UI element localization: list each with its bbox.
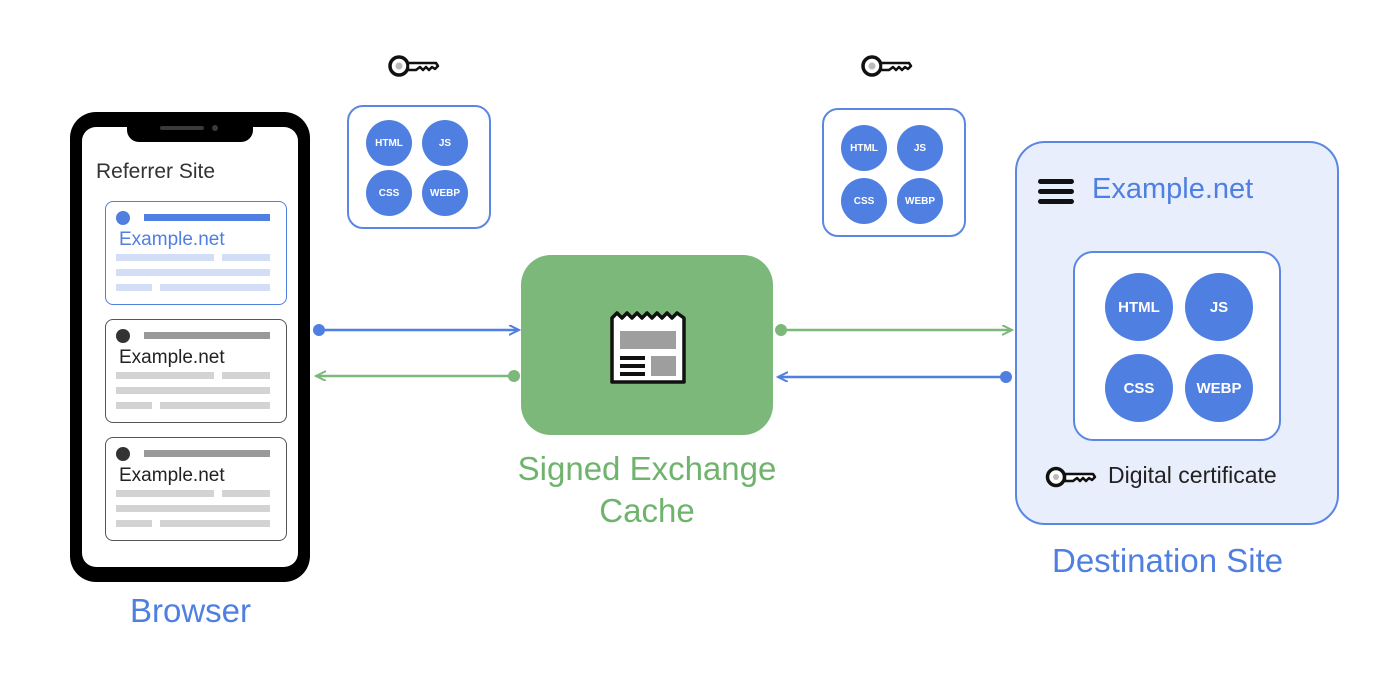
css-resource: CSS [841, 178, 887, 224]
certificate-key-icon [1045, 466, 1097, 488]
text-line [222, 372, 270, 379]
webp-resource: WEBP [422, 170, 468, 216]
destination-site-label: Destination Site [1052, 542, 1284, 579]
result-url-line [144, 450, 270, 457]
phone-camera [212, 125, 218, 131]
text-line [116, 254, 214, 261]
digital-certificate-label: Digital certificate [1108, 462, 1277, 488]
html-resource: HTML [366, 120, 412, 166]
response-arrow-cache-to-browser [316, 370, 520, 382]
result-title: Example.net [119, 229, 225, 250]
text-line [222, 490, 270, 497]
webp-resource: WEBP [897, 178, 943, 224]
search-result-card[interactable]: Example.net [105, 319, 287, 423]
result-title: Example.net [119, 347, 225, 368]
text-line [116, 387, 270, 394]
browser-label: Browser [130, 592, 252, 629]
html-resource: HTML [1105, 273, 1173, 341]
text-line [116, 505, 270, 512]
css-resource: CSS [366, 170, 412, 216]
html-resource: HTML [841, 125, 887, 171]
resource-bundle-left: HTML JS CSS WEBP [347, 105, 491, 229]
cache-label-line1: Signed Exchange [517, 450, 777, 487]
key-icon [388, 55, 440, 77]
cache-label: Signed Exchange Cache [497, 448, 797, 532]
phone-speaker [160, 126, 204, 130]
text-line [116, 520, 152, 527]
result-title: Example.net [119, 465, 225, 486]
text-line [116, 372, 214, 379]
favicon-dot [116, 211, 130, 225]
resource-bundle-right: HTML JS CSS WEBP [822, 108, 966, 237]
favicon-dot [116, 447, 130, 461]
webp-resource: WEBP [1185, 354, 1253, 422]
text-line [116, 284, 152, 291]
search-result-card[interactable]: Example.net [105, 201, 287, 305]
destination-title: Example.net [1092, 173, 1254, 205]
search-result-card[interactable]: Example.net [105, 437, 287, 541]
referrer-site-title: Referrer Site [96, 160, 216, 183]
text-line [222, 254, 270, 261]
text-line [160, 402, 270, 409]
text-line [116, 269, 270, 276]
result-url-line [144, 332, 270, 339]
text-line [160, 520, 270, 527]
js-resource: JS [1185, 273, 1253, 341]
text-line [116, 402, 152, 409]
destination-resource-bundle: HTML JS CSS WEBP [1073, 251, 1281, 441]
signed-document-icon [610, 311, 686, 384]
key-icon [861, 55, 913, 77]
text-line [160, 284, 270, 291]
response-arrow-destination-to-cache [778, 371, 1012, 383]
request-arrow-browser-to-cache [313, 324, 519, 336]
favicon-dot [116, 329, 130, 343]
css-resource: CSS [1105, 354, 1173, 422]
js-resource: JS [897, 125, 943, 171]
request-arrow-cache-to-destination [775, 324, 1012, 336]
hamburger-menu-icon [1038, 179, 1074, 204]
result-url-line [144, 214, 270, 221]
text-line [116, 490, 214, 497]
js-resource: JS [422, 120, 468, 166]
cache-label-line2: Cache [599, 492, 695, 529]
phone-notch [127, 122, 253, 142]
